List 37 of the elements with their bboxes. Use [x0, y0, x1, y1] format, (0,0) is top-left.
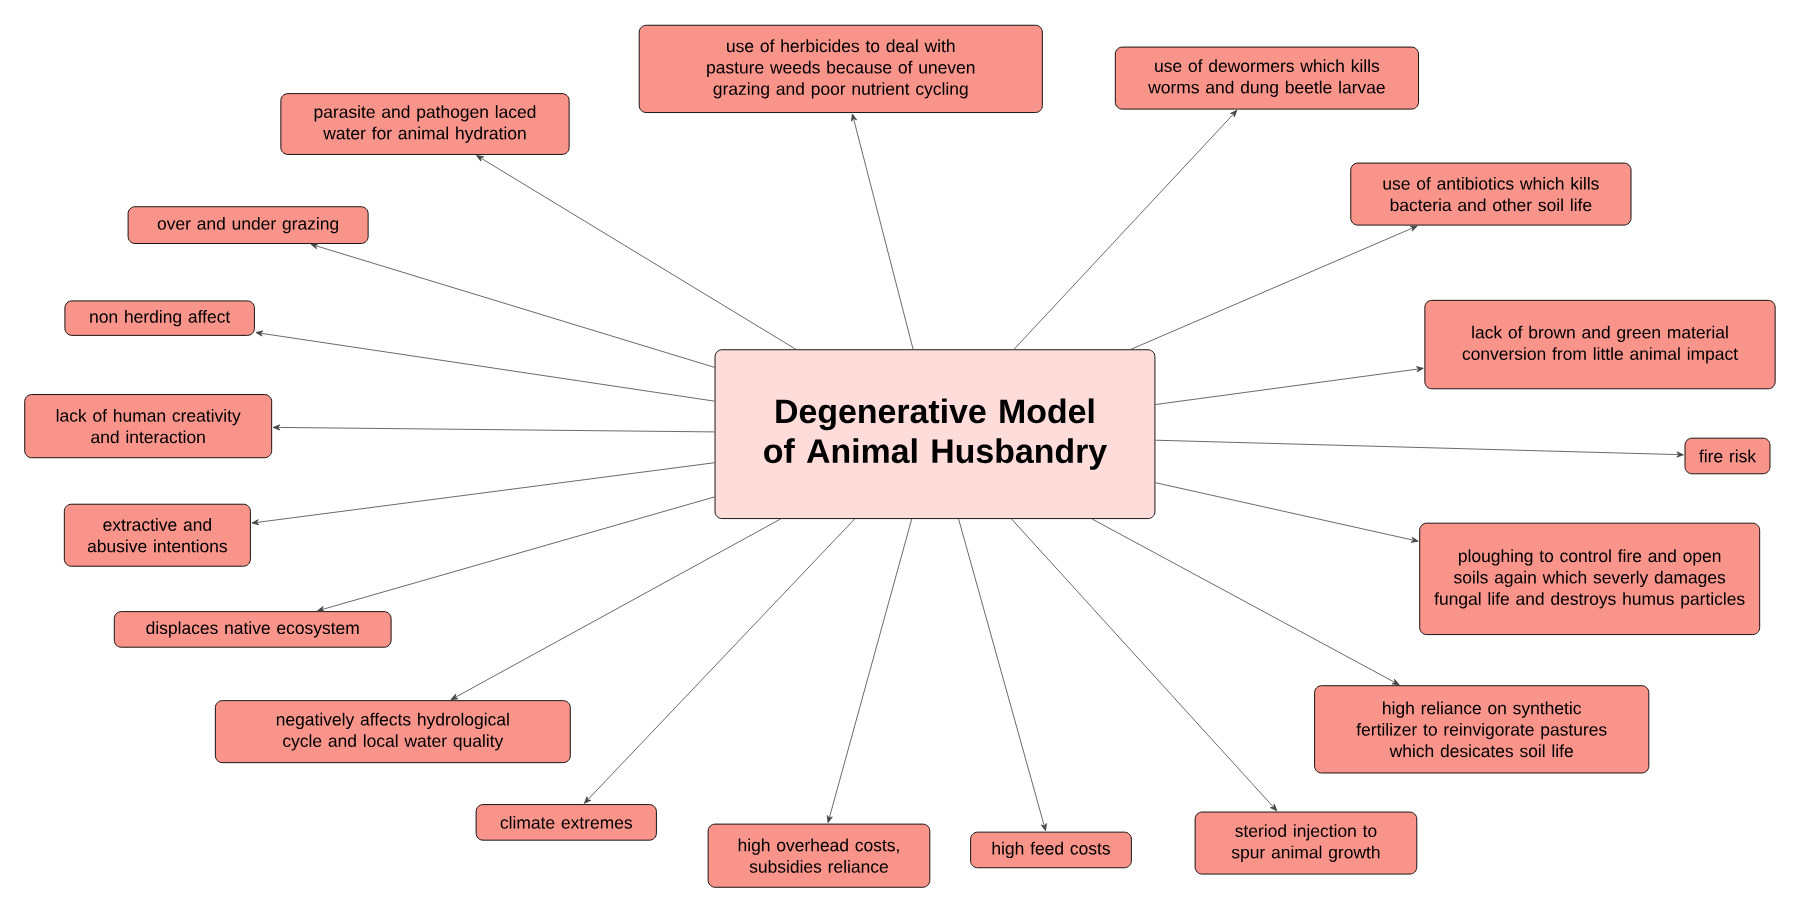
effect-box: non herding affect — [64, 300, 255, 336]
effect-box: high overhead costs, subsidies reliance — [707, 823, 931, 888]
effect-box: use of antibiotics which kills bacteria and other soil life — [1350, 162, 1632, 226]
effect-box: extractive and abusive intentions — [63, 503, 251, 567]
arrow — [826, 518, 913, 823]
arrow — [1154, 366, 1424, 405]
effect-box: steriod injection to spur animal growth — [1194, 811, 1418, 875]
arrow — [1154, 482, 1419, 543]
arrow — [251, 462, 715, 526]
arrow — [1154, 439, 1684, 458]
arrow — [255, 330, 715, 402]
arrow — [450, 518, 781, 700]
effect-box: high feed costs — [970, 831, 1132, 869]
effect-box: use of dewormers which kills worms and dung beetle larvae — [1114, 46, 1419, 110]
effect-box: displaces native ecosystem — [113, 611, 392, 648]
arrow — [317, 496, 715, 612]
effect-box: lack of brown and green material conversion from little animal impact — [1424, 299, 1776, 390]
arrow — [1013, 109, 1238, 350]
effect-box: ploughing to control fire and open soils again which severly damages fungal life and destroys humus particles — [1419, 522, 1761, 635]
effect-box: fire risk — [1684, 437, 1771, 475]
arrow — [1130, 225, 1418, 350]
title-box: Degenerative Model of Animal Husbandry — [714, 349, 1156, 519]
effect-box: lack of human creativity and interaction — [24, 393, 273, 459]
arrow — [1011, 518, 1278, 812]
effect-box: use of herbicides to deal with pasture weeds because of uneven grazing and poor nutrient cycling — [638, 24, 1043, 113]
arrow — [476, 155, 797, 350]
arrow — [958, 518, 1047, 831]
arrow — [583, 518, 855, 804]
effect-box: over and under grazing — [127, 206, 369, 244]
arrow — [310, 243, 715, 368]
effect-box: climate extremes — [475, 804, 657, 841]
arrow — [851, 113, 914, 350]
arrow — [1091, 518, 1400, 685]
arrow — [272, 424, 715, 433]
effect-box: negatively affects hydrological cycle and local water quality — [214, 700, 571, 763]
effect-box: parasite and pathogen laced water for animal hydration — [280, 93, 570, 155]
effect-box: high reliance on synthetic fertilizer to reinvigorate pastures which desicates soil life — [1314, 685, 1650, 774]
